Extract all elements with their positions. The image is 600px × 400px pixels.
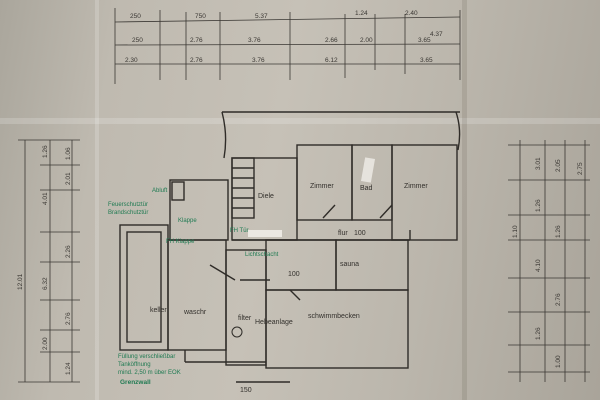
dim-label: 2.00 xyxy=(360,37,373,44)
annotation-abluft: Abluft xyxy=(152,188,168,194)
room-labels: Diele Zimmer Bad Zimmer flur 100 sauna k… xyxy=(150,183,428,394)
dim-label: 1.24 xyxy=(65,362,72,375)
dim-label: 2.40 xyxy=(405,10,418,17)
room-label-zimmer: Zimmer xyxy=(310,183,334,190)
dim-label: 3.01 xyxy=(535,157,542,170)
fold-line xyxy=(95,0,99,400)
dim-label: 2.76 xyxy=(65,312,72,325)
paper-patch xyxy=(360,157,376,183)
dim-label: 1.10 xyxy=(512,225,519,238)
fold-line xyxy=(462,0,467,400)
room-label-flur: flur xyxy=(338,230,348,237)
building-walls xyxy=(119,111,461,383)
dim-label: 750 xyxy=(195,13,206,20)
dim-label: 4.01 xyxy=(42,192,49,205)
annotation-fh-klappe: FH Klappe xyxy=(166,239,195,245)
dim-label: 1.24 xyxy=(355,10,368,17)
dim-label: 4.10 xyxy=(535,259,542,272)
dim-label: 3.65 xyxy=(420,57,433,64)
annotation-fuellung: Füllung verschließbar xyxy=(118,354,175,360)
room-label-hebeanlage: Hebeanlage xyxy=(255,319,293,326)
right-dimension-chains xyxy=(508,140,590,382)
annotation-niveau: mind. 2,50 m über EOK xyxy=(118,370,181,376)
dim-label: 2.66 xyxy=(325,37,338,44)
dim-label: 2.01 xyxy=(65,172,72,185)
room-label-waschraum: waschr xyxy=(183,309,207,316)
annotation-tuer: Brandschutztür xyxy=(108,210,148,216)
dim-label: 3.76 xyxy=(248,37,261,44)
dim-label: 1.26 xyxy=(535,199,542,212)
annotation-fh-tuer: FH Tür xyxy=(230,228,249,234)
fold-line xyxy=(0,118,600,124)
dim-label: 4.37 xyxy=(430,31,443,38)
dim-label: 6.12 xyxy=(325,57,338,64)
dim-label: 2.30 xyxy=(125,57,138,64)
dim-label: 2.76 xyxy=(555,293,562,306)
dim-label: 12.01 xyxy=(17,273,24,290)
room-label-sauna: sauna xyxy=(340,261,359,268)
drain-symbol xyxy=(231,326,243,338)
room-number: 100 xyxy=(354,230,366,237)
dim-label: 2.00 xyxy=(42,337,49,350)
dim-label: 1.26 xyxy=(535,327,542,340)
room-label-bad: Bad xyxy=(360,185,373,192)
room-label-keller: keller xyxy=(150,307,167,314)
room-label-filter: filter xyxy=(238,315,252,322)
dim-label: 250 xyxy=(132,37,143,44)
dim-label: 2.05 xyxy=(555,159,562,172)
dim-label: 6.32 xyxy=(42,277,49,290)
dim-label: 2.76 xyxy=(190,37,203,44)
room-label-schwimmbad: schwimmbecken xyxy=(308,313,360,320)
dim-label: 2.76 xyxy=(190,57,203,64)
dim-label: 1.00 xyxy=(555,355,562,368)
top-dimension-chains xyxy=(114,8,461,84)
dim-label: 1.26 xyxy=(555,225,562,238)
dim-label: 3.65 xyxy=(418,37,431,44)
annotation-tankoeffnung: Tanköffnung xyxy=(118,362,151,368)
room-label-zimmer: Zimmer xyxy=(404,183,428,190)
dim-label: 1.06 xyxy=(65,147,72,160)
paper-patch xyxy=(248,230,282,237)
annotation-grenzwall: Grenzwall xyxy=(120,379,151,386)
right-dimension-labels: 3.01 2.05 2.75 1.26 1.26 1.10 4.10 2.76 … xyxy=(512,157,584,368)
dim-label: 5.37 xyxy=(255,13,268,20)
annotation-klappe: Klappe xyxy=(178,218,197,224)
dim-label: 3.76 xyxy=(252,57,265,64)
top-dimension-labels: 250 750 5.37 1.24 2.40 250 2.76 3.76 2.6… xyxy=(125,10,443,64)
dim-label: 2.75 xyxy=(577,162,584,175)
room-number: 100 xyxy=(288,271,300,278)
annotation-lichtschacht: Lichtschacht xyxy=(245,252,279,258)
dim-label: 250 xyxy=(130,13,141,20)
annotation-tuer: Feuerschutztür xyxy=(108,202,148,208)
green-annotations: Abluft Feuerschutztür Brandschutztür Kla… xyxy=(108,188,279,386)
dim-label: 1.26 xyxy=(42,145,49,158)
dim-label: 2.26 xyxy=(65,245,72,258)
left-dimension-labels: 1.26 1.06 4.01 2.01 2.26 6.32 2.76 2.00 … xyxy=(17,145,72,375)
room-number: 150 xyxy=(240,387,252,394)
left-dimension-chains xyxy=(18,139,80,383)
room-label-diele: Diele xyxy=(258,193,274,200)
